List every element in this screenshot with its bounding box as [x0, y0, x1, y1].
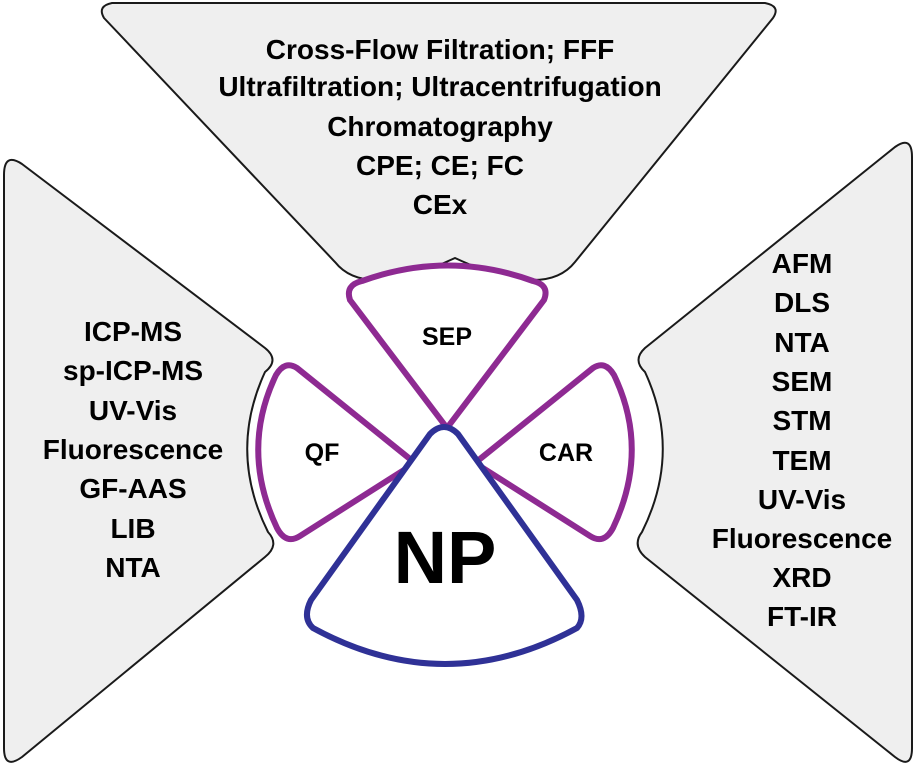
qf-label: QF	[305, 439, 340, 467]
right-panel	[636, 141, 913, 763]
top-item-5: CEx	[413, 189, 468, 220]
right-item-7: UV-Vis	[758, 484, 846, 515]
np-label: NP	[394, 516, 497, 599]
top-item-3: Chromatography	[327, 111, 553, 142]
top-item-2: Ultrafiltration; Ultracentrifugation	[218, 71, 661, 102]
qf-petal	[255, 362, 418, 543]
top-item-4: CPE; CE; FC	[356, 150, 524, 181]
car-petal	[472, 362, 635, 543]
sep-petal	[345, 262, 549, 431]
left-item-1: ICP-MS	[84, 316, 182, 347]
right-item-9: XRD	[772, 562, 831, 593]
left-panel	[3, 158, 275, 763]
right-item-4: SEM	[772, 366, 833, 397]
left-item-3: UV-Vis	[89, 395, 177, 426]
car-label: CAR	[539, 439, 593, 467]
left-item-5: GF-AAS	[79, 473, 186, 504]
left-item-2: sp-ICP-MS	[63, 355, 203, 386]
left-item-4: Fluorescence	[43, 434, 224, 465]
right-item-6: TEM	[772, 445, 831, 476]
left-item-7: NTA	[105, 552, 160, 583]
right-item-8: Fluorescence	[712, 523, 893, 554]
right-item-2: DLS	[774, 287, 830, 318]
top-item-1: Cross-Flow Filtration; FFF	[266, 34, 614, 65]
left-item-6: LIB	[110, 513, 155, 544]
sep-label: SEP	[422, 323, 472, 351]
np-petal	[304, 424, 585, 667]
right-item-10: FT-IR	[767, 601, 837, 632]
right-item-1: AFM	[772, 248, 833, 279]
right-item-3: NTA	[774, 327, 829, 358]
top-panel	[100, 2, 777, 281]
right-item-5: STM	[772, 405, 831, 436]
